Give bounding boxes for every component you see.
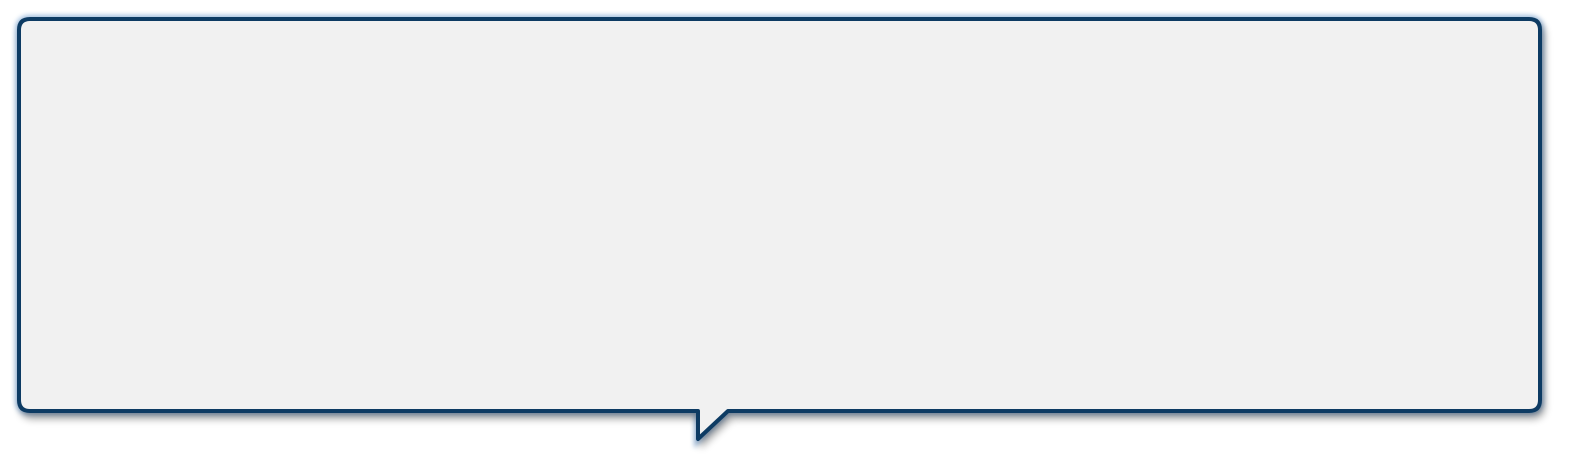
callout-text [40, 40, 1520, 380]
callout-body [17, 17, 1542, 441]
